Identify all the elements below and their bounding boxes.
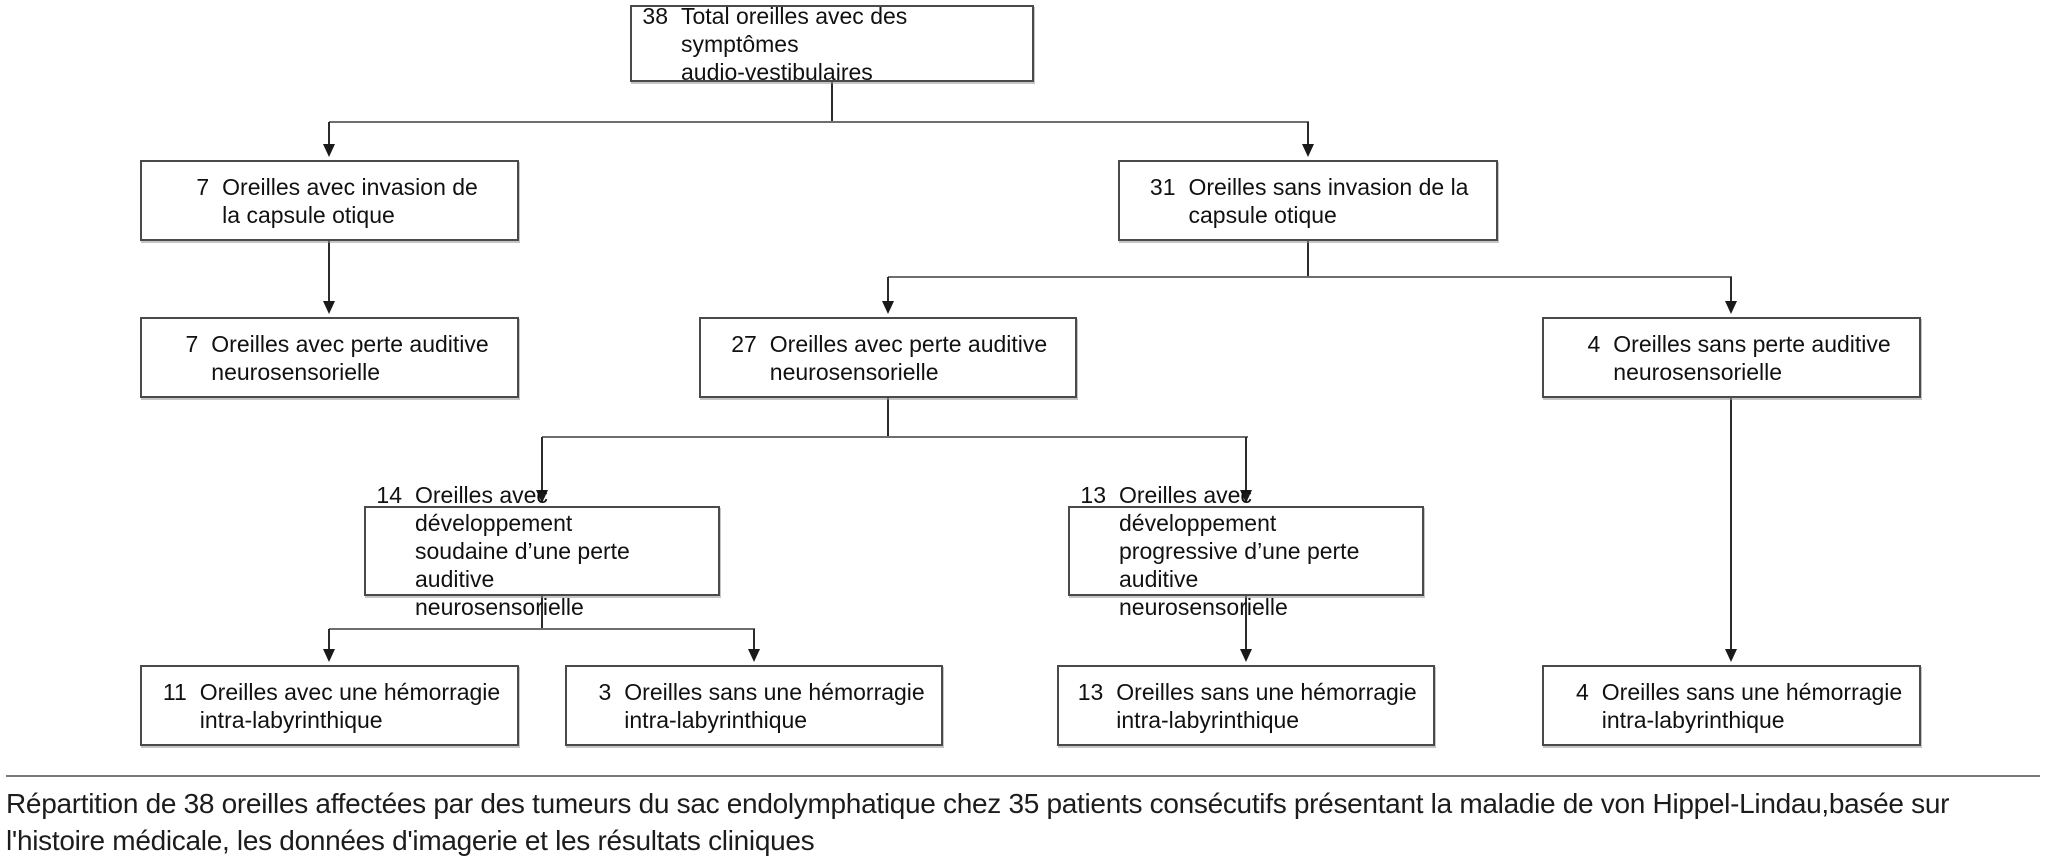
connector-line (887, 277, 889, 302)
connector-line (541, 437, 543, 492)
node-label: Oreilles avec invasion de la capsule oti… (222, 173, 478, 228)
node-content: 4 Oreilles sans perte auditive neurosens… (1564, 330, 1898, 386)
arrowhead-icon (748, 649, 760, 662)
figure-caption: Répartition de 38 oreilles affectées par… (6, 788, 1950, 856)
connector-line (329, 121, 1309, 123)
node-without-snhl: 4 Oreilles sans perte auditive neurosens… (1542, 317, 1921, 398)
node-label: Oreilles avec perte auditive neurosensor… (769, 330, 1048, 385)
node-count: 11 (162, 678, 187, 705)
connector-line (887, 398, 889, 438)
arrowhead-icon (1725, 301, 1737, 314)
node-content: 13 Oreilles avec développement progressi… (1070, 481, 1422, 621)
node-with-intralabyrinthine-hemorrhage: 11 Oreilles avec une hémorragie intra-la… (140, 665, 519, 746)
node-progressive-snhl: 13 Oreilles avec développement progressi… (1068, 482, 1424, 620)
node-label: Oreilles sans une hémorragie intra-labyr… (624, 678, 925, 733)
node-count: 14 (376, 482, 402, 508)
node-without-otic-capsule-invasion: 31 Oreilles sans invasion de la capsule … (1118, 160, 1498, 241)
node-snhl-with-invasion: 7 Oreilles avec perte auditive neurosens… (140, 317, 519, 398)
connector-line (1730, 398, 1732, 650)
connector-line (542, 436, 1248, 438)
arrowhead-icon (882, 301, 894, 314)
arrowhead-icon (323, 301, 335, 314)
node-content: 11 Oreilles avec une hémorragie intra-la… (151, 678, 508, 734)
connector-line (888, 276, 1732, 278)
connector-line (541, 596, 543, 630)
node-label: Oreilles sans perte auditive neurosensor… (1613, 330, 1891, 385)
node-content: 7 Oreilles avec invasion de la capsule o… (173, 173, 486, 229)
node-snhl-without-invasion: 27 Oreilles avec perte auditive neurosen… (699, 317, 1077, 398)
connector-line (1245, 437, 1247, 492)
connector-line (328, 122, 330, 146)
arrowhead-icon (1240, 649, 1252, 662)
node-without-hemorrhage-nosnhl: 4 Oreilles sans une hémorragie intra-lab… (1542, 665, 1921, 746)
node-count: 27 (731, 330, 757, 357)
arrowhead-icon (536, 490, 548, 503)
node-label: Oreilles avec développement progressive … (1119, 482, 1360, 620)
node-label: Oreilles sans invasion de la capsule oti… (1188, 173, 1469, 228)
connector-line (831, 82, 833, 123)
caption-divider (6, 775, 2040, 777)
node-content: 4 Oreilles sans une hémorragie intra-lab… (1553, 678, 1910, 734)
connector-line (328, 629, 330, 650)
connector-line (1307, 241, 1309, 278)
connector-line (1245, 596, 1247, 650)
node-label: Oreilles sans une hémorragie intra-labyr… (1601, 678, 1903, 733)
node-content: 27 Oreilles avec perte auditive neurosen… (721, 330, 1055, 386)
node-content: 31 Oreilles sans invasion de la capsule … (1140, 173, 1477, 229)
arrowhead-icon (1725, 649, 1737, 662)
node-count: 13 (1077, 678, 1104, 705)
node-count: 3 (598, 678, 612, 705)
node-with-otic-capsule-invasion: 7 Oreilles avec invasion de la capsule o… (140, 160, 519, 241)
node-sudden-snhl: 14 Oreilles avec développement soudaine … (364, 482, 720, 620)
node-count: 7 (196, 173, 210, 200)
node-without-hemorrhage-sudden: 3 Oreilles sans une hémorragie intra-lab… (565, 665, 943, 746)
connector-line (328, 241, 330, 302)
node-content: 38 Total oreilles avec des symptômes aud… (632, 2, 1032, 86)
node-total-ears: 38 Total oreilles avec des symptômes aud… (630, 3, 1034, 85)
node-label: Oreilles avec perte auditive neurosensor… (211, 330, 489, 385)
arrowhead-icon (1302, 144, 1314, 157)
node-label: Oreilles avec développement soudaine d’u… (415, 482, 630, 620)
node-count: 7 (185, 330, 199, 357)
arrowhead-icon (323, 649, 335, 662)
node-count: 13 (1080, 482, 1106, 508)
node-without-hemorrhage-progressive: 13 Oreilles sans une hémorragie intra-la… (1057, 665, 1435, 746)
node-label: Oreilles sans une hémorragie intra-labyr… (1116, 678, 1417, 733)
node-count: 31 (1149, 173, 1176, 200)
connector-line (329, 628, 755, 630)
node-content: 14 Oreilles avec développement soudaine … (366, 481, 718, 621)
node-count: 4 (1575, 678, 1589, 705)
connector-line (1307, 122, 1309, 146)
connector-line (1730, 277, 1732, 302)
node-label: Oreilles avec une hémorragie intra-labyr… (199, 678, 501, 733)
node-label: Total oreilles avec des symptômes audio-… (681, 2, 908, 85)
node-content: 3 Oreilles sans une hémorragie intra-lab… (575, 678, 932, 734)
node-count: 4 (1587, 330, 1601, 357)
arrowhead-icon (1240, 490, 1252, 503)
node-content: 7 Oreilles avec perte auditive neurosens… (162, 330, 496, 386)
arrowhead-icon (323, 144, 335, 157)
connector-line (753, 629, 755, 650)
node-content: 13 Oreilles sans une hémorragie intra-la… (1067, 678, 1424, 734)
node-count: 38 (642, 2, 668, 29)
